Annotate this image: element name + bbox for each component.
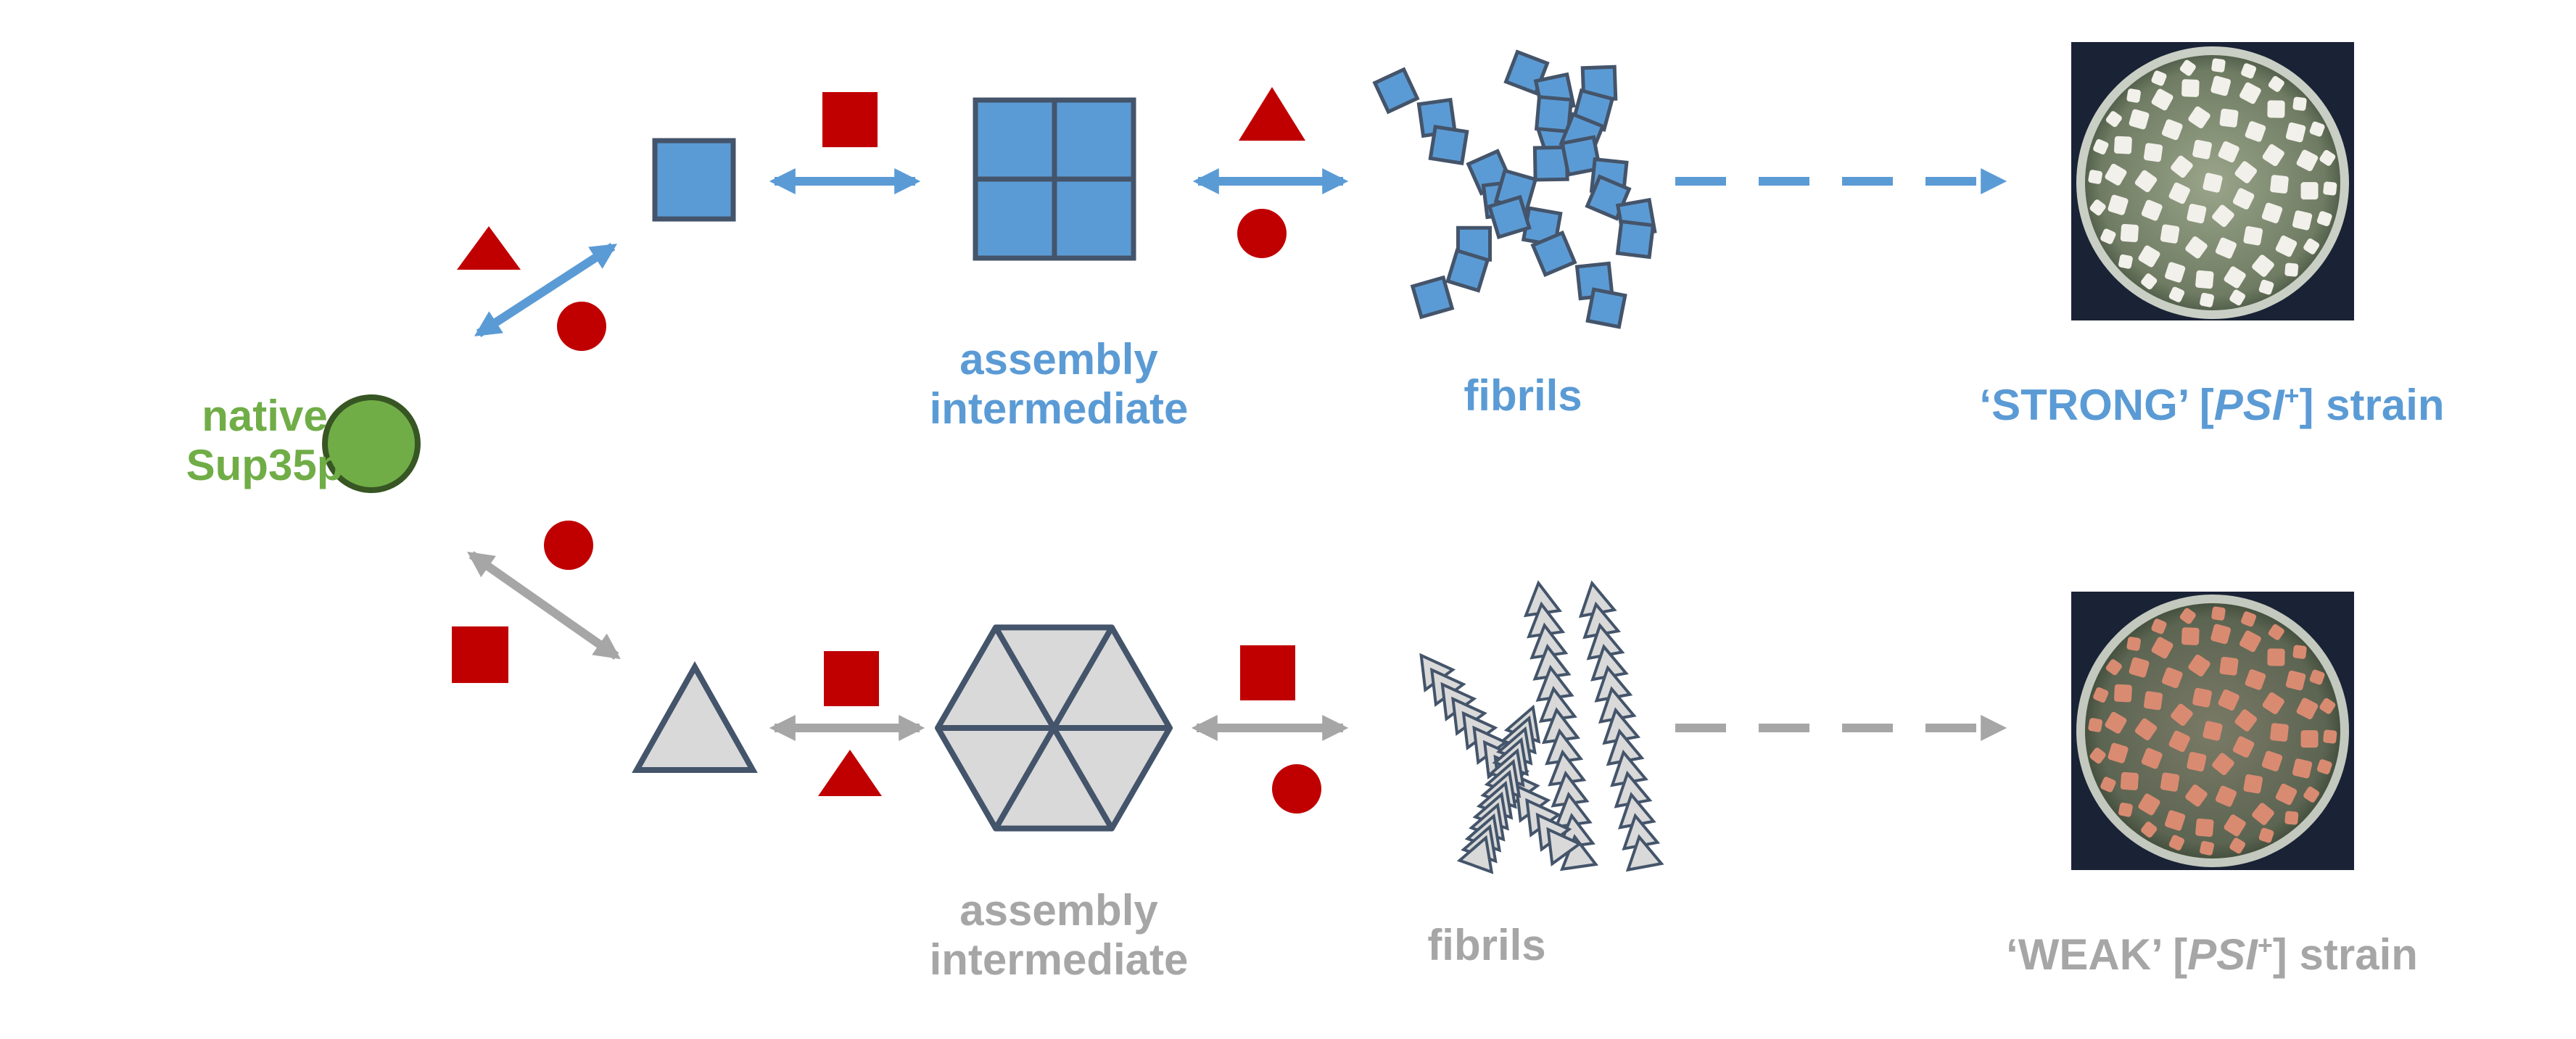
- square-monomer-icon: [652, 138, 736, 222]
- strong-intermediate-line1: assembly: [959, 335, 1158, 384]
- weak-strain-prefix: ‘WEAK’ [: [2006, 930, 2188, 979]
- weak-branch-arrow: [467, 551, 621, 660]
- factor-square-icon: [824, 651, 879, 706]
- weak-pathway: [452, 521, 2354, 874]
- weak-fibrils-label: fibrils: [1427, 921, 1546, 969]
- factor-square-icon: [822, 92, 878, 147]
- weak-strain-suffix: ] strain: [2272, 930, 2418, 979]
- weak-intermediate-label: assembly intermediate: [856, 886, 1262, 985]
- strong-intermediate-label: assembly intermediate: [856, 335, 1262, 434]
- native-label-line2: Sup35p: [186, 441, 344, 489]
- native-protein-circle-icon: [322, 394, 421, 493]
- native-label-line1: native: [202, 392, 328, 440]
- fibril-bundle-icon: [1419, 580, 1664, 874]
- weak-intermediate-line1: assembly: [959, 886, 1158, 935]
- factor-triangle-icon: [1239, 87, 1305, 141]
- weak-strain-italic: PSI: [2187, 930, 2258, 979]
- strong-strain-suffix: ] strain: [2299, 381, 2445, 429]
- weak-strain-sup: +: [2257, 930, 2273, 960]
- factor-circle-icon: [557, 302, 606, 351]
- strong-fibrils-label: fibrils: [1464, 371, 1582, 420]
- weak-intermediate-line2: intermediate: [929, 935, 1189, 984]
- strong-pathway: [457, 42, 2354, 351]
- strong-strain-prefix: ‘STRONG’ [: [1979, 381, 2214, 429]
- strong-strain-sup: +: [2284, 381, 2300, 410]
- factor-circle-icon: [1237, 209, 1287, 258]
- factor-triangle-icon: [818, 750, 882, 796]
- strong-strain-italic: PSI: [2213, 381, 2284, 429]
- factor-square-icon: [1240, 645, 1295, 700]
- petri-dish-icon: [2071, 592, 2354, 870]
- native-label: native Sup35p: [156, 392, 373, 490]
- factor-square-icon: [452, 626, 508, 683]
- fibril-bundle-icon: [1372, 49, 1657, 329]
- strong-branch-arrow: [474, 242, 618, 338]
- factor-circle-icon: [544, 521, 593, 570]
- strong-intermediate-line2: intermediate: [929, 384, 1189, 433]
- square-tetramer-icon: [973, 97, 1136, 261]
- weak-strain-label: ‘WEAK’ [PSI+] strain: [1878, 921, 2546, 980]
- petri-dish-icon: [2071, 42, 2354, 320]
- factor-circle-icon: [1272, 764, 1321, 814]
- factor-triangle-icon: [457, 226, 521, 270]
- triangle-monomer-icon: [632, 661, 758, 773]
- hexagon-oligomer-icon: [935, 624, 1173, 832]
- strong-strain-label: ‘STRONG’ [PSI+] strain: [1878, 371, 2546, 430]
